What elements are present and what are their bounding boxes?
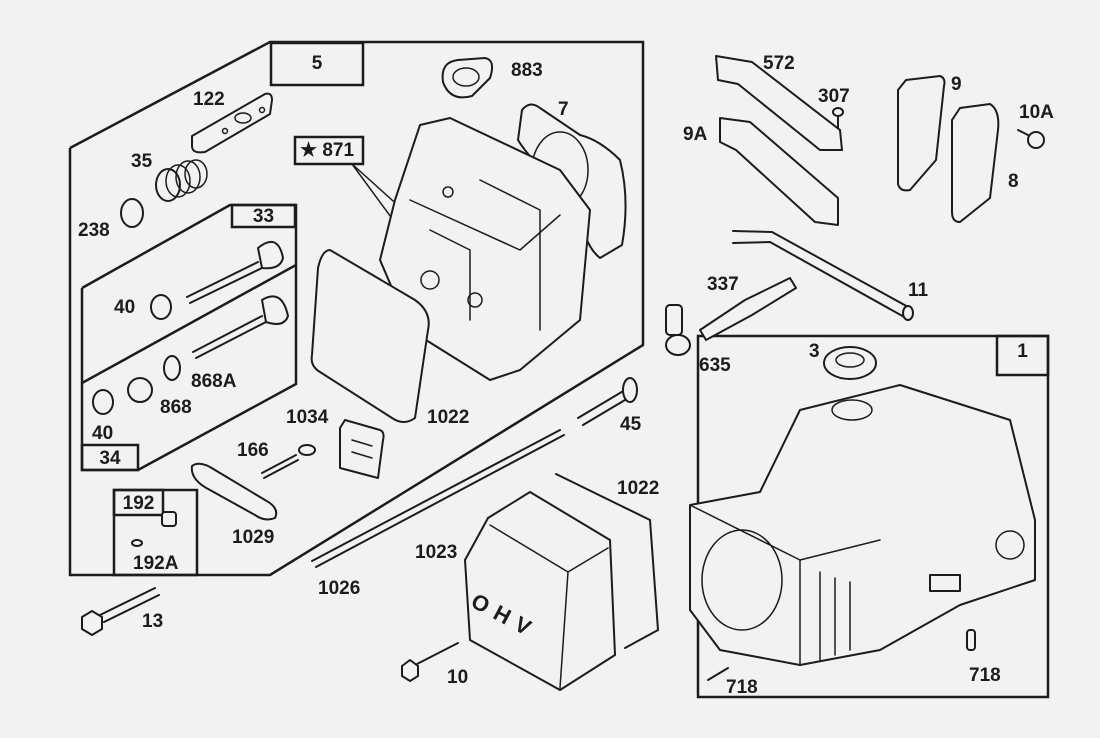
label-572: 572 [763,53,795,74]
part-871-cylinder-head [379,117,591,381]
label-1029: 1029 [232,527,275,548]
part-238-cap [120,198,144,228]
group-1-label: 1 [1017,341,1028,362]
part-13-bolt [81,587,160,636]
label-868a: 868A [191,371,237,392]
part-11-tube [732,230,914,321]
part-1029-rocker-arm [190,462,278,521]
label-35: 35 [131,151,153,172]
part-868-guide [127,377,153,403]
label-10a: 10A [1019,102,1054,123]
part-9a-gasket [719,117,839,226]
label-40-lower: 40 [92,423,114,444]
group-192-label: 192 [122,493,155,514]
label-45: 45 [620,414,642,435]
label-718-right: 718 [969,665,1001,686]
label-1022-upper: 1022 [427,407,470,428]
label-11: 11 [908,280,929,301]
part-337-spark-plug [699,277,797,341]
part-1022-gasket-upper [310,249,430,423]
part-35-spring [155,159,208,202]
label-192a: 192A [133,553,179,574]
star-icon: ★ [300,140,318,161]
label-7: 7 [558,99,569,120]
part-1022-gasket-lower [555,473,659,649]
part-9-gasket [897,75,946,192]
group-192-frame [112,488,199,577]
part-166-stud [261,444,316,479]
label-718-left: 718 [726,677,758,698]
part-8-cover [951,103,1000,223]
label-337: 337 [707,274,739,295]
label-166: 166 [237,440,269,461]
group-5-frame [68,40,645,577]
part-33-exhaust-valve [186,240,284,304]
part-1026-pushrod [311,429,565,568]
group-34-label: 34 [99,448,121,469]
part-34-intake-valve [192,295,289,359]
label-1034: 1034 [286,407,329,428]
part-307-screw [832,107,844,129]
label-1026: 1026 [318,578,361,599]
star-871-label: ★ 871 [300,140,355,161]
part-718-pin-right [966,629,976,651]
label-9: 9 [951,74,962,95]
part-40-seal-lower [92,389,114,415]
label-868: 868 [160,397,192,418]
part-3-seal [823,346,877,380]
label-1023: 1023 [415,542,458,563]
label-10: 10 [447,667,469,688]
group-5-label: 5 [311,53,323,74]
group-33-label: 33 [252,206,275,227]
label-238: 238 [78,220,110,241]
part-45-pin [577,377,638,426]
part-1-cylinder-block [689,384,1036,666]
label-307: 307 [818,86,850,107]
part-635-boot [665,304,691,356]
label-9a: 9A [683,124,708,145]
part-40-seal-upper [150,294,172,320]
label-122: 122 [193,89,225,110]
group-33-34-frame [80,203,298,472]
part-1023-valve-cover [464,491,616,691]
part-868a-retainer [163,355,181,381]
part-572-gasket [715,55,843,151]
label-8: 8 [1008,171,1019,192]
label-883: 883 [511,60,543,81]
label-1022-lower: 1022 [617,478,660,499]
label-635: 635 [699,355,731,376]
part-10-bolt [401,642,459,682]
label-3: 3 [809,341,820,362]
part-883-gasket [441,57,494,99]
part-718-pin-left [707,667,729,681]
part-192-breather [131,511,177,547]
part-10a-bolt [1017,129,1045,149]
part-1034-plate [339,419,385,479]
label-40-upper: 40 [114,297,136,318]
part-122-bracket [191,92,273,154]
label-13: 13 [142,611,164,632]
